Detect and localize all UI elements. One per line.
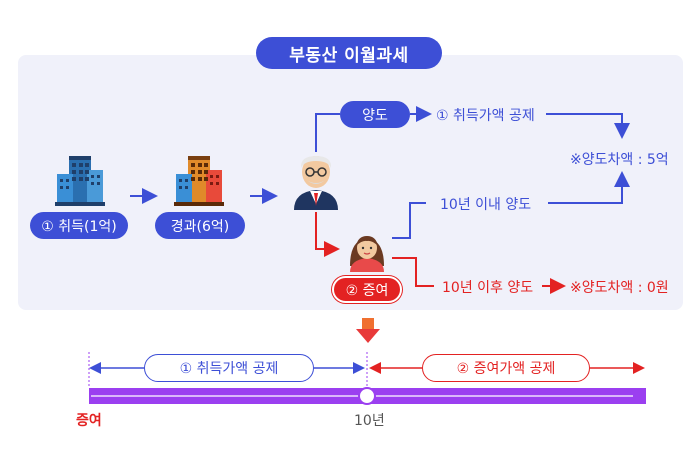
transfer-pill: 양도 xyxy=(340,101,410,128)
building-icon xyxy=(174,156,224,206)
deduct-acquisition-label: ① 취득가액 공제 xyxy=(436,108,535,124)
acquisition-pill: ① 취득(1억) xyxy=(30,212,128,239)
building-icon xyxy=(55,156,105,206)
diff-5-label: ※양도차액 : 5억 xyxy=(570,152,669,168)
line-heir-to-after10 xyxy=(392,257,434,287)
diagram-title: 부동산 이월과세 xyxy=(256,37,442,69)
diff-0-label: ※양도차액 : 0원 xyxy=(570,280,669,296)
arrow-within10-to-diff5 xyxy=(548,171,630,204)
within-10-label: 10년 이내 양도 xyxy=(440,197,532,213)
timeline-acq-deduct-label: ① 취득가액 공제 xyxy=(144,354,314,382)
down-arrow-icon xyxy=(356,318,380,343)
after-10-label: 10년 이후 양도 xyxy=(442,280,534,296)
gift-pill: ② 증여 xyxy=(332,276,402,303)
timeline-marker-10y xyxy=(358,387,376,405)
old-man-icon xyxy=(294,156,338,210)
timeline-10y-label: 10년 xyxy=(354,413,385,429)
timeline-gift-deduct-label: ② 증여가액 공제 xyxy=(422,354,590,382)
line-owner-to-transfer xyxy=(315,113,340,152)
line-owner-to-gift xyxy=(315,212,340,257)
arrow-deduct-to-diff5 xyxy=(546,113,630,139)
elapsed-pill: 경과(6억) xyxy=(155,212,245,239)
timeline-start-label: 증여 xyxy=(76,413,102,429)
line-heir-to-within10 xyxy=(392,202,426,239)
diagram-panel xyxy=(18,55,683,310)
woman-icon xyxy=(350,236,384,272)
